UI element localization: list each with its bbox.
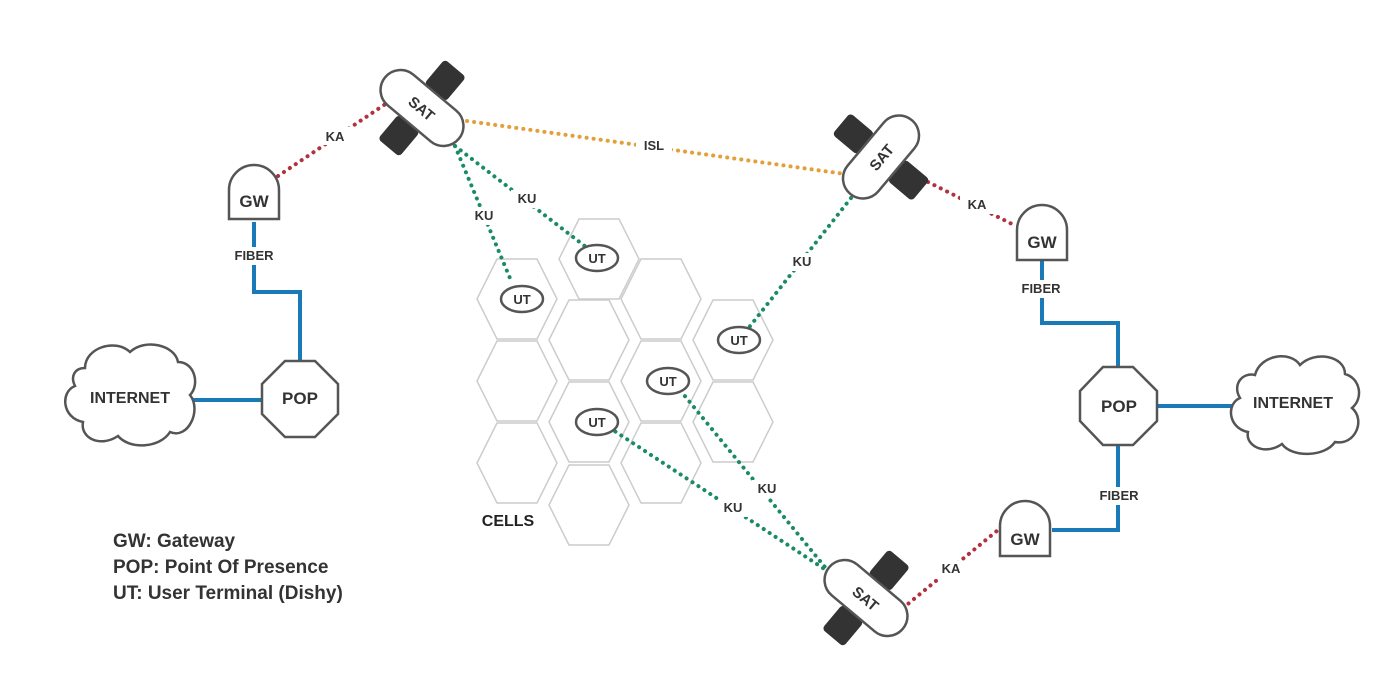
- pop-right: POP: [1078, 365, 1159, 447]
- user-terminal: UT: [499, 284, 545, 314]
- cell: [620, 258, 702, 340]
- satellite-1: SAT: [379, 60, 465, 156]
- ut-label: UT: [513, 292, 530, 307]
- ut-label: UT: [659, 374, 676, 389]
- legend: GW: Gateway POP: Point Of Presence UT: U…: [113, 529, 343, 607]
- ku-label: KU: [724, 500, 743, 515]
- user-terminal: UT: [645, 366, 691, 396]
- cell: [620, 422, 702, 504]
- gateway-right-bottom: GW: [998, 499, 1052, 558]
- satellite-3: SAT: [823, 550, 909, 646]
- cell: [548, 299, 630, 381]
- ku-label: KU: [518, 191, 537, 206]
- ka-link-bottom: [901, 528, 1000, 610]
- fiber-line-right-bottom: [1052, 446, 1120, 532]
- internet-label: INTERNET: [90, 390, 170, 407]
- satellite-body: [379, 68, 465, 148]
- pops: POP POP: [260, 359, 1159, 447]
- solar-panel: [869, 550, 909, 591]
- fiber-label: FIBER: [1022, 281, 1062, 296]
- satellite-2: SAT: [833, 114, 929, 200]
- isl-link: [458, 118, 847, 176]
- pop-label: POP: [282, 389, 318, 408]
- isl-label: ISL: [644, 138, 664, 153]
- solar-panel: [823, 605, 863, 646]
- gateway-left: GW: [227, 163, 281, 221]
- fiber-line-right-top: [1040, 261, 1120, 368]
- satellite-body: [823, 558, 909, 638]
- cell: [692, 299, 774, 381]
- satellites: SAT SAT SAT: [379, 60, 929, 646]
- ku-label: KU: [475, 208, 494, 223]
- user-terminal: UT: [574, 407, 620, 437]
- gw-label: GW: [1010, 530, 1040, 549]
- cell: [476, 422, 558, 504]
- cell: [476, 258, 558, 340]
- cell: [548, 464, 630, 546]
- user-terminal: UT: [574, 243, 620, 273]
- satellite-body: [841, 114, 921, 200]
- cell-grid: [476, 218, 774, 546]
- fiber-label: FIBER: [235, 248, 275, 263]
- ut-label: UT: [730, 333, 747, 348]
- gateways: GW GW GW: [227, 163, 1069, 558]
- cell: [620, 340, 702, 422]
- legend-item-ut: UT: User Terminal (Dishy): [113, 583, 343, 604]
- legend-item-pop: POP: Point Of Presence: [113, 557, 329, 578]
- gw-label: GW: [1027, 233, 1057, 252]
- pop-label: POP: [1101, 397, 1137, 416]
- gw-label: GW: [239, 192, 269, 211]
- link-labels: KA KA KA ISL KU KU KU KU KU FIBER FIBER …: [228, 127, 1145, 579]
- fiber-links: [192, 222, 1232, 532]
- cell: [548, 381, 630, 463]
- fiber-label: FIBER: [1100, 488, 1140, 503]
- ut-label: UT: [588, 415, 605, 430]
- cell: [692, 381, 774, 463]
- clouds: INTERNET INTERNET: [64, 343, 1361, 456]
- ka-label: KA: [942, 561, 961, 576]
- gateway-right-top: GW: [1015, 203, 1069, 262]
- cells-label: CELLS: [482, 513, 535, 530]
- internet-cloud-left: INTERNET: [64, 343, 197, 447]
- fiber-line-left: [252, 222, 302, 362]
- ku-label: KU: [793, 254, 812, 269]
- solar-panel: [833, 114, 874, 154]
- cell: [558, 218, 640, 300]
- solar-panel: [888, 160, 929, 200]
- solar-panel: [379, 115, 419, 156]
- ku-label: KU: [758, 481, 777, 496]
- pop-left: POP: [260, 359, 340, 439]
- ka-label: KA: [968, 197, 987, 212]
- legend-item-gw: GW: Gateway: [113, 531, 236, 552]
- internet-cloud-right: INTERNET: [1229, 355, 1361, 456]
- ku-links: [453, 144, 853, 574]
- ku-link-sat1-ut2: [453, 144, 588, 249]
- ka-label: KA: [326, 129, 345, 144]
- solar-panel: [425, 60, 465, 101]
- ut-label: UT: [588, 251, 605, 266]
- user-terminals: UT UT UT UT UT: [499, 243, 762, 437]
- ka-link-left: [276, 99, 392, 178]
- internet-label: INTERNET: [1253, 395, 1333, 412]
- cell: [476, 340, 558, 422]
- user-terminal: UT: [716, 325, 762, 355]
